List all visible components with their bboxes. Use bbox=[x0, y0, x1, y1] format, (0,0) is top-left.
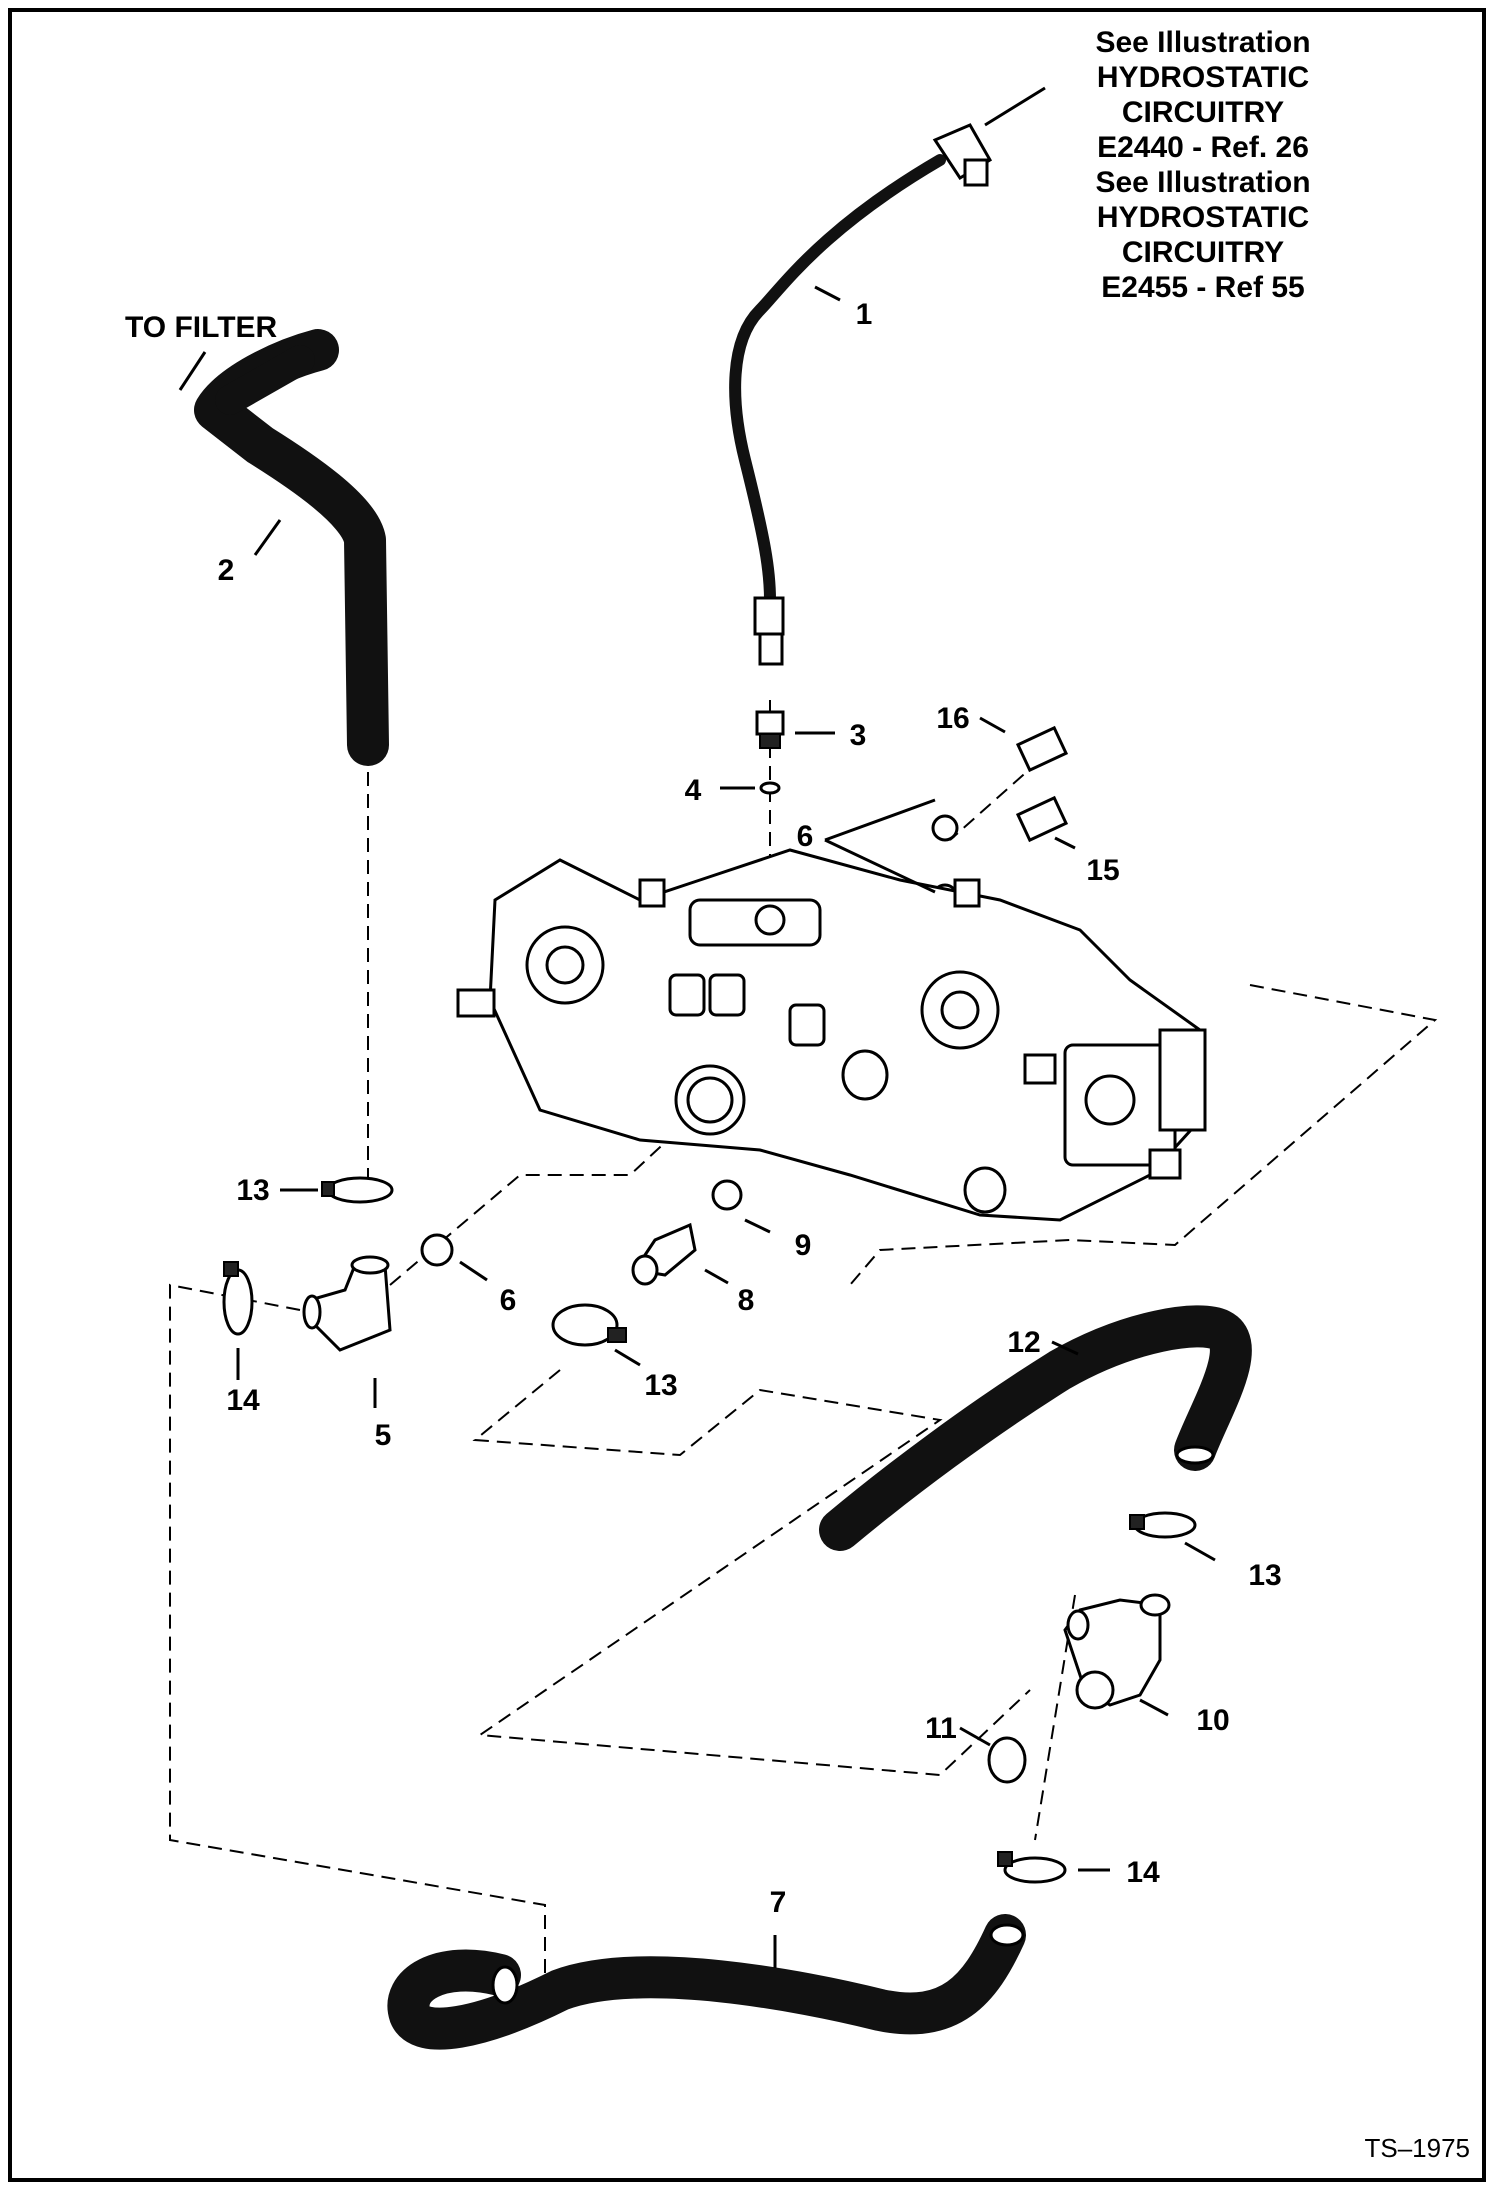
clamp-13-lower bbox=[1129, 1511, 1197, 1539]
callout-8: 8 bbox=[738, 1284, 755, 1317]
callout-12: 12 bbox=[1007, 1326, 1040, 1359]
reference-note: See Illustration HYDROSTATIC CIRCUITRY E… bbox=[1095, 26, 1310, 304]
callout-numbers: 1 2 3 4 6 16 15 13 14 5 6 8 9 13 12 13 1… bbox=[218, 298, 1282, 1919]
callout-7: 7 bbox=[770, 1886, 787, 1919]
callout-6-upper: 6 bbox=[797, 820, 814, 853]
note-line-1: See Illustration bbox=[1095, 26, 1310, 59]
elbow-5 bbox=[302, 1255, 392, 1352]
fitting-8 bbox=[631, 1222, 697, 1286]
o-ring-9 bbox=[711, 1179, 743, 1211]
note-line-6: HYDROSTATIC bbox=[1097, 201, 1309, 234]
o-ring-6-upper bbox=[931, 814, 959, 842]
tandem-pump-assembly bbox=[456, 848, 1207, 1222]
o-ring-11 bbox=[987, 1736, 1027, 1784]
callout-1: 1 bbox=[856, 298, 873, 331]
callout-13-lower: 13 bbox=[1248, 1559, 1281, 1592]
clamp-13-middle bbox=[551, 1303, 627, 1347]
callout-16: 16 bbox=[936, 702, 969, 735]
hose-7 bbox=[387, 1914, 1026, 2050]
callout-15: 15 bbox=[1086, 854, 1119, 887]
note-line-8: E2455 - Ref 55 bbox=[1101, 271, 1304, 304]
hose-12 bbox=[819, 1305, 1252, 1551]
o-ring-4 bbox=[759, 781, 781, 795]
leader-lines bbox=[178, 86, 1216, 1968]
fitting-16 bbox=[1015, 725, 1069, 773]
note-line-5: See Illustration bbox=[1095, 166, 1310, 199]
clamp-14-left bbox=[222, 1261, 254, 1336]
note-line-4: E2440 - Ref. 26 bbox=[1097, 131, 1309, 164]
sensor-15 bbox=[1015, 795, 1069, 843]
callout-14-left: 14 bbox=[226, 1384, 260, 1417]
fitting-3 bbox=[755, 710, 785, 749]
callout-13-middle: 13 bbox=[644, 1369, 677, 1402]
callout-6-left: 6 bbox=[500, 1284, 517, 1317]
clamp-13-upper bbox=[321, 1176, 394, 1204]
callout-4: 4 bbox=[685, 774, 702, 807]
callout-9: 9 bbox=[795, 1229, 812, 1262]
callout-3: 3 bbox=[850, 719, 867, 752]
figure-code: TS–1975 bbox=[1364, 2133, 1470, 2163]
o-ring-6-left bbox=[420, 1233, 454, 1267]
note-line-3: CIRCUITRY bbox=[1122, 96, 1284, 129]
hose-1 bbox=[729, 123, 993, 666]
callout-10: 10 bbox=[1196, 1704, 1229, 1737]
callout-14-lower: 14 bbox=[1126, 1856, 1160, 1889]
callout-5: 5 bbox=[375, 1419, 392, 1452]
callout-2: 2 bbox=[218, 554, 235, 587]
callout-11: 11 bbox=[925, 1712, 957, 1745]
to-filter-label: TO FILTER bbox=[125, 311, 278, 344]
tee-fitting-10 bbox=[1063, 1593, 1171, 1710]
note-line-7: CIRCUITRY bbox=[1122, 236, 1284, 269]
callout-13-upper: 13 bbox=[236, 1174, 269, 1207]
note-line-2: HYDROSTATIC bbox=[1097, 61, 1309, 94]
diagram-frame bbox=[8, 8, 1486, 2182]
clamp-14-lower bbox=[997, 1851, 1067, 1884]
hose-2 bbox=[194, 329, 389, 766]
